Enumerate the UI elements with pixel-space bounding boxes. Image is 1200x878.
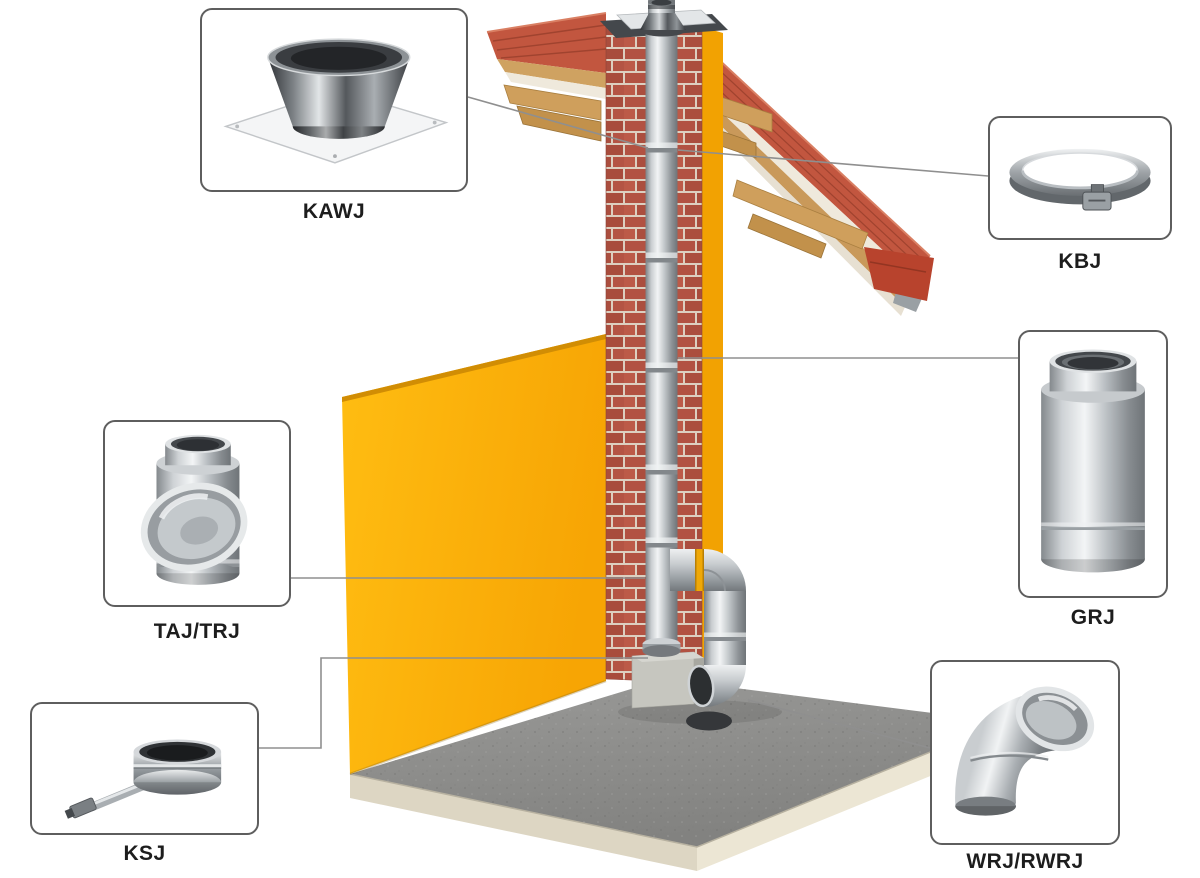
tee-piece-icon [140,434,248,585]
roof-left [486,12,607,142]
part-label-grj: GRJ [1070,606,1116,629]
part-label-wrj-rwrj: WRJ/RWRJ [966,850,1084,873]
callout-grj [1018,330,1168,598]
pipe-joint-bands [645,142,678,548]
callout-ksj [30,702,259,835]
connector-lines [259,96,1018,749]
tee-branch-assembly [631,549,746,731]
top-plate-storm-collar-icon [223,37,449,164]
locking-band-icon [1009,148,1151,211]
part-label-kawj: KAWJ [302,200,366,223]
floor [349,679,1005,871]
straight-pipe-icon [1041,349,1145,573]
flue-pipe [640,0,686,644]
part-label-kbj: KBJ [1058,250,1102,273]
connector-kawj [467,96,649,149]
connector-ksj [259,657,648,749]
callout-taj-trj [103,420,291,607]
roof-right [715,56,934,316]
part-label-ksj: KSJ [123,842,166,865]
part-label-taj-trj: TAJ/TRJ [153,620,241,643]
callout-kawj [200,8,468,192]
connector-wrj [747,699,931,749]
callout-kbj [988,116,1172,240]
condensate-drain-cap-icon [64,739,222,819]
left-wall [342,334,607,776]
connector-kbj [677,149,989,177]
elbow-icon [955,686,1095,816]
callout-wrj-rwrj [930,660,1120,845]
